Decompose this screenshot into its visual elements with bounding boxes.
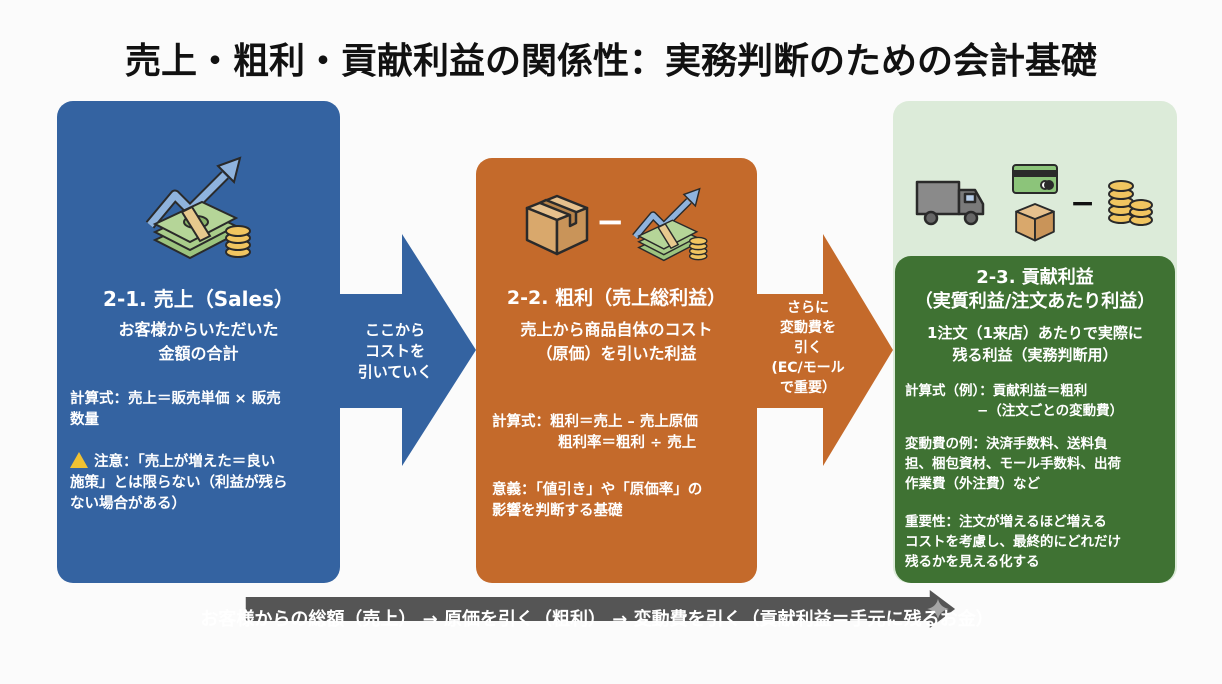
truck-icon	[915, 180, 985, 226]
arrow1-label-line: 引いていく	[357, 363, 433, 381]
sales-warning-line: ない場合がある）	[70, 496, 186, 512]
arrow1-label: ここから コストを 引いていく	[345, 320, 445, 383]
sales-description-line: 金額の合計	[158, 344, 239, 363]
arrow2-label: さらに 変動費を 引く (EC/モール で重要）	[758, 298, 858, 398]
minus-icon: −	[1070, 186, 1096, 221]
contribution-variable-costs: 変動費の例：決済手数料、送料負 担、梱包資材、モール手数料、出荷 作業費（外注費…	[905, 434, 1175, 494]
money-stack-growth-icon	[632, 187, 708, 262]
sales-warning-line: 施策」とは限らない（利益が残ら	[70, 475, 288, 491]
gross-profit-meaning-line: 影響を判断する基礎	[492, 503, 623, 519]
importance-line: 重要性：注文が増えるほど増える	[905, 514, 1107, 530]
arrow-gross-to-contribution	[757, 234, 893, 466]
gross-profit-formula: 計算式：粗利＝売上 – 売上原価 粗利率＝粗利 ÷ 売上	[492, 412, 752, 454]
contribution-heading: 2-3. 貢献利益 （実質利益/注文あたり利益）	[895, 266, 1175, 314]
coins-icon	[1108, 180, 1153, 226]
contribution-card	[895, 256, 1175, 583]
sales-description: お客様からいただいた 金額の合計	[57, 318, 340, 366]
contribution-description: 1注文（1来店）あたりで実際に 残る利益（実務判断用）	[895, 322, 1175, 366]
contribution-description-line: 1注文（1来店）あたりで実際に	[927, 324, 1143, 342]
gross-profit-description: 売上から商品自体のコスト （原価）を引いた利益	[476, 318, 757, 366]
sales-heading: 2-1. 売上（Sales）	[103, 287, 294, 311]
minus-icon: −	[596, 202, 625, 242]
contribution-heading-line: （実質利益/注文あたり利益）	[914, 291, 1156, 312]
arrow2-label-line: (EC/モール	[771, 360, 845, 376]
flow-bar	[245, 590, 956, 628]
page-title: 売上・粗利・貢献利益の関係性：実務判断のための会計基礎	[124, 41, 1097, 82]
contribution-importance: 重要性：注文が増えるほど増える コストを考慮し、最終的にどれだけ 残るかを見える…	[905, 512, 1175, 572]
sales-formula-line: 数量	[70, 412, 99, 428]
sparkle-icon	[927, 598, 949, 620]
money-stack-growth-icon	[145, 156, 251, 260]
sales-warning-line: 注意：「売上が増えた＝良い	[94, 454, 276, 470]
arrow1-label-line: コストを	[364, 342, 425, 360]
gross-profit-description-line: （原価）を引いた利益	[536, 344, 697, 363]
arrow-sales-to-gross	[340, 234, 476, 466]
gross-profit-description-line: 売上から商品自体のコスト	[520, 320, 713, 339]
variable-costs-line: 作業費（外注費）など	[905, 476, 1040, 492]
importance-line: コストを考慮し、最終的にどれだけ	[905, 534, 1121, 550]
gross-profit-heading: 2-2. 粗利（売上総利益）	[506, 287, 727, 309]
flow-text: お客様からの総額（売上） → 原価を引く（粗利） → 変動費を引く（貢献利益＝手…	[200, 609, 994, 630]
box-icon	[1015, 203, 1055, 242]
formula-label: 計算式：	[492, 414, 550, 430]
sales-formula-line: 計算式：売上＝販売単価 × 販売	[70, 391, 281, 407]
sales-warning: 注意：「売上が増えた＝良い 施策」とは限らない（利益が残ら ない場合がある）	[70, 452, 335, 515]
gross-profit-meaning: 意義：「値引き」や「原価率」の 影響を判断する基礎	[492, 480, 752, 522]
contribution-heading-line: 2-3. 貢献利益	[976, 267, 1094, 288]
gross-profit-card	[476, 158, 757, 583]
credit-card-icon	[1012, 164, 1058, 194]
sales-formula: 計算式：売上＝販売単価 × 販売 数量	[70, 389, 335, 431]
sales-card	[57, 101, 340, 583]
sales-description-line: お客様からいただいた	[118, 320, 279, 339]
variable-costs-line: 担、梱包資材、モール手数料、出荷	[905, 456, 1121, 472]
gross-profit-formula-line: 粗利率＝粗利 ÷ 売上	[558, 435, 697, 451]
contribution-formula-line: −（注文ごとの変動費）	[977, 403, 1124, 419]
warning-icon	[70, 452, 88, 468]
contribution-description-line: 残る利益（実務判断用）	[952, 346, 1118, 364]
importance-line: 残るかを見える化する	[905, 554, 1040, 570]
contribution-formula-line: 計算式（例）：貢献利益＝粗利	[905, 383, 1088, 399]
arrow2-label-line: 変動費を	[780, 320, 836, 336]
contribution-formula: 計算式（例）：貢献利益＝粗利 −（注文ごとの変動費）	[905, 381, 1170, 421]
gross-profit-meaning-line: 意義：「値引き」や「原価率」の	[492, 482, 703, 498]
arrow1-label-line: ここから	[364, 321, 425, 339]
box-icon	[525, 194, 589, 256]
arrow2-label-line: 引く	[794, 340, 822, 356]
variable-costs-line: 変動費の例：決済手数料、送料負	[905, 436, 1108, 452]
arrow2-label-line: で重要）	[780, 380, 836, 396]
arrow2-label-line: さらに	[787, 300, 829, 316]
gross-profit-formula-line: 粗利＝売上 – 売上原価	[550, 414, 698, 430]
